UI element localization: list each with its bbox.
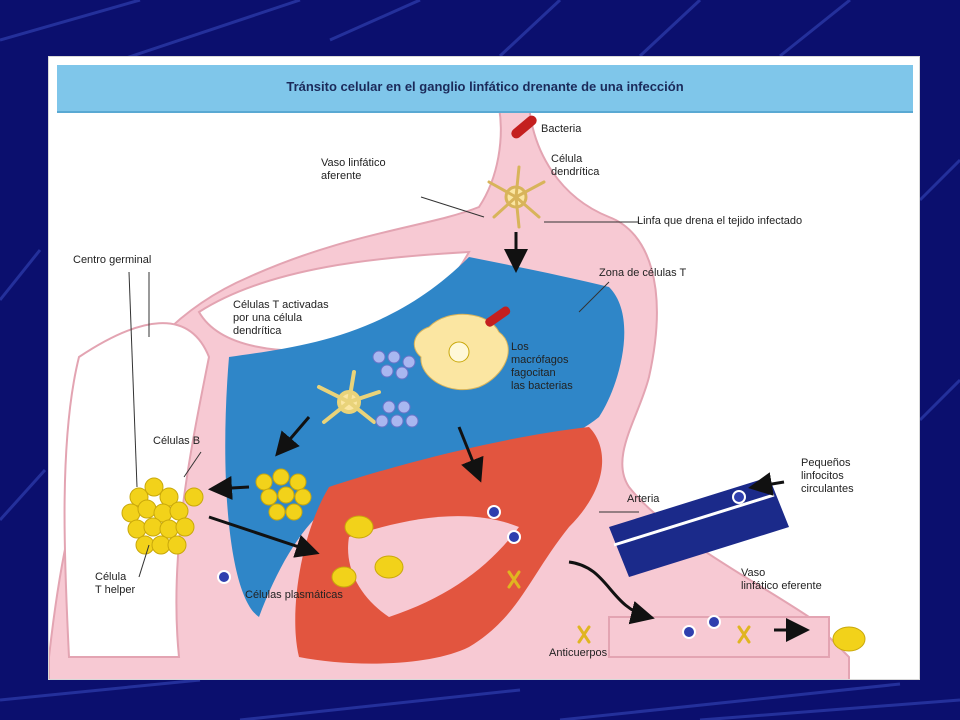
t-cell-zone xyxy=(225,257,625,617)
label-helper-t: Célula T helper xyxy=(95,571,136,596)
label-macrophages: Los macrófagos fagocitan las bacterias xyxy=(511,341,573,392)
label-germinal-center: Centro germinal xyxy=(73,254,152,266)
label-artery: Arteria xyxy=(627,493,660,505)
label-antibodies: Anticuerpos xyxy=(549,647,608,659)
label-bacteria: Bacteria xyxy=(541,123,582,135)
t-cell-cluster xyxy=(372,350,419,428)
plasma-cells xyxy=(331,515,404,588)
antibodies xyxy=(507,570,751,644)
label-lymph: Linfa que drena el tejido infectado xyxy=(637,215,803,227)
b-cell-cluster xyxy=(255,468,312,521)
bacteria xyxy=(511,115,537,139)
label-afferent-vessel: Vaso linfático aferente xyxy=(321,157,386,182)
label-efferent-vessel: Vaso linfático eferente xyxy=(741,567,822,592)
artery xyxy=(609,477,789,577)
diagram-panel: Tránsito celular en el ganglio linfático… xyxy=(48,56,920,680)
label-t-zone: Zona de células T xyxy=(599,267,687,279)
germinal-center xyxy=(121,477,204,555)
label-dendritic-cell: Célula dendrítica xyxy=(551,153,600,178)
dendritic-cell xyxy=(487,165,546,229)
title-band: Tránsito celular en el ganglio linfático… xyxy=(57,65,913,113)
diagram-title: Tránsito celular en el ganglio linfático… xyxy=(286,79,684,94)
lymphocytes xyxy=(217,490,746,639)
efferent-vessel xyxy=(608,616,830,658)
label-small-lymphocytes: Pequeños linfocitos circulantes xyxy=(801,457,854,495)
label-activated-t: Células T activadas por una célula dendr… xyxy=(233,299,329,337)
label-b-cells: Células B xyxy=(153,435,201,447)
label-plasma-cells: Células plasmáticas xyxy=(245,589,343,601)
dendritic-cell-tzone xyxy=(317,370,381,424)
lymph-node-diagram xyxy=(49,106,866,679)
